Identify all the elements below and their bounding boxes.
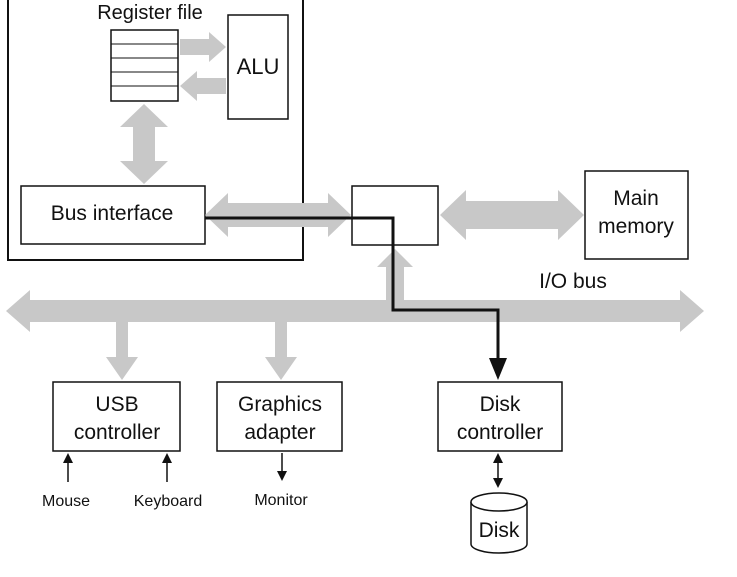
usb-controller-label-line2: controller <box>74 421 160 444</box>
monitor-label: Monitor <box>254 492 308 509</box>
disk-controller-label-line1: Disk <box>480 393 521 416</box>
mouse-arrowhead <box>63 453 73 463</box>
disk-controller-label-line2: controller <box>457 421 543 444</box>
cpu-enclosure <box>7 0 304 261</box>
bus-interface-box <box>20 185 206 245</box>
regfile-bus-interface-arrow <box>120 104 168 184</box>
disk-link-arrowhead-down <box>493 478 503 488</box>
alu-label: ALU <box>237 54 280 79</box>
usb-drop-arrow <box>106 322 138 380</box>
graphics-adapter-label-line2: adapter <box>244 421 315 444</box>
main-memory-label-line2: memory <box>598 215 674 238</box>
graphics-adapter-box <box>216 381 343 452</box>
io-bus-label: I/O bus <box>539 270 607 293</box>
graphics-adapter-label-line1: Graphics <box>238 393 322 416</box>
main-memory-box <box>584 170 689 260</box>
disk-link-arrowhead-up <box>493 453 503 463</box>
data-path-line <box>205 216 500 360</box>
data-path-arrowhead <box>489 358 507 380</box>
graphics-drop-arrow <box>265 322 297 380</box>
memory-bus-arrow <box>440 190 584 240</box>
alu-to-regfile-arrow <box>180 71 226 101</box>
monitor-arrowhead <box>277 471 287 481</box>
alu-box <box>227 14 289 120</box>
mouse-label: Mouse <box>42 493 90 510</box>
register-file <box>110 29 179 102</box>
main-memory-label-line1: Main <box>613 187 659 210</box>
bus-interface-label: Bus interface <box>51 202 174 225</box>
disk-label: Disk <box>479 519 520 542</box>
register-file-label: Register file <box>97 2 203 24</box>
keyboard-arrowhead <box>162 453 172 463</box>
io-bus-arrow <box>6 249 704 332</box>
usb-controller-label-line1: USB <box>95 393 138 416</box>
usb-controller-box <box>52 381 181 452</box>
io-bridge-box <box>351 185 439 246</box>
disk-cylinder <box>470 492 528 554</box>
regfile-to-alu-arrow <box>180 32 226 62</box>
system-bus-arrow <box>205 193 351 237</box>
disk-controller-box <box>437 381 563 452</box>
keyboard-label: Keyboard <box>134 493 203 510</box>
